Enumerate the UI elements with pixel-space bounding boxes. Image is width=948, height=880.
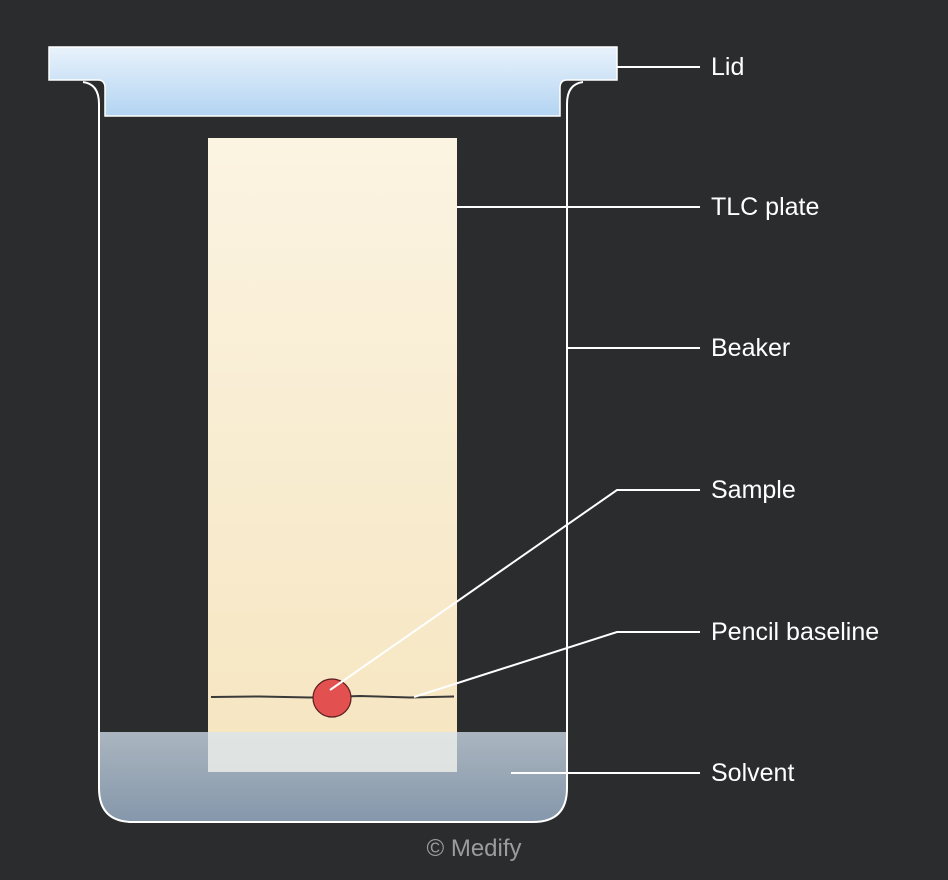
pencil-baseline-leader — [413, 631, 700, 698]
label-beaker: Beaker — [711, 334, 790, 362]
label-sample: Sample — [711, 476, 796, 504]
sample-spot — [312, 678, 352, 718]
beaker — [82, 81, 584, 823]
label-pencil-baseline: Pencil baseline — [711, 618, 879, 646]
lid — [48, 46, 618, 117]
label-solvent: Solvent — [711, 759, 794, 787]
label-tlc-plate: TLC plate — [711, 193, 819, 221]
tlc-plate — [208, 138, 457, 772]
sample-leader — [329, 489, 700, 691]
label-lid: Lid — [711, 53, 744, 81]
credit: © Medify — [426, 835, 521, 862]
plate-submerged — [208, 732, 457, 772]
